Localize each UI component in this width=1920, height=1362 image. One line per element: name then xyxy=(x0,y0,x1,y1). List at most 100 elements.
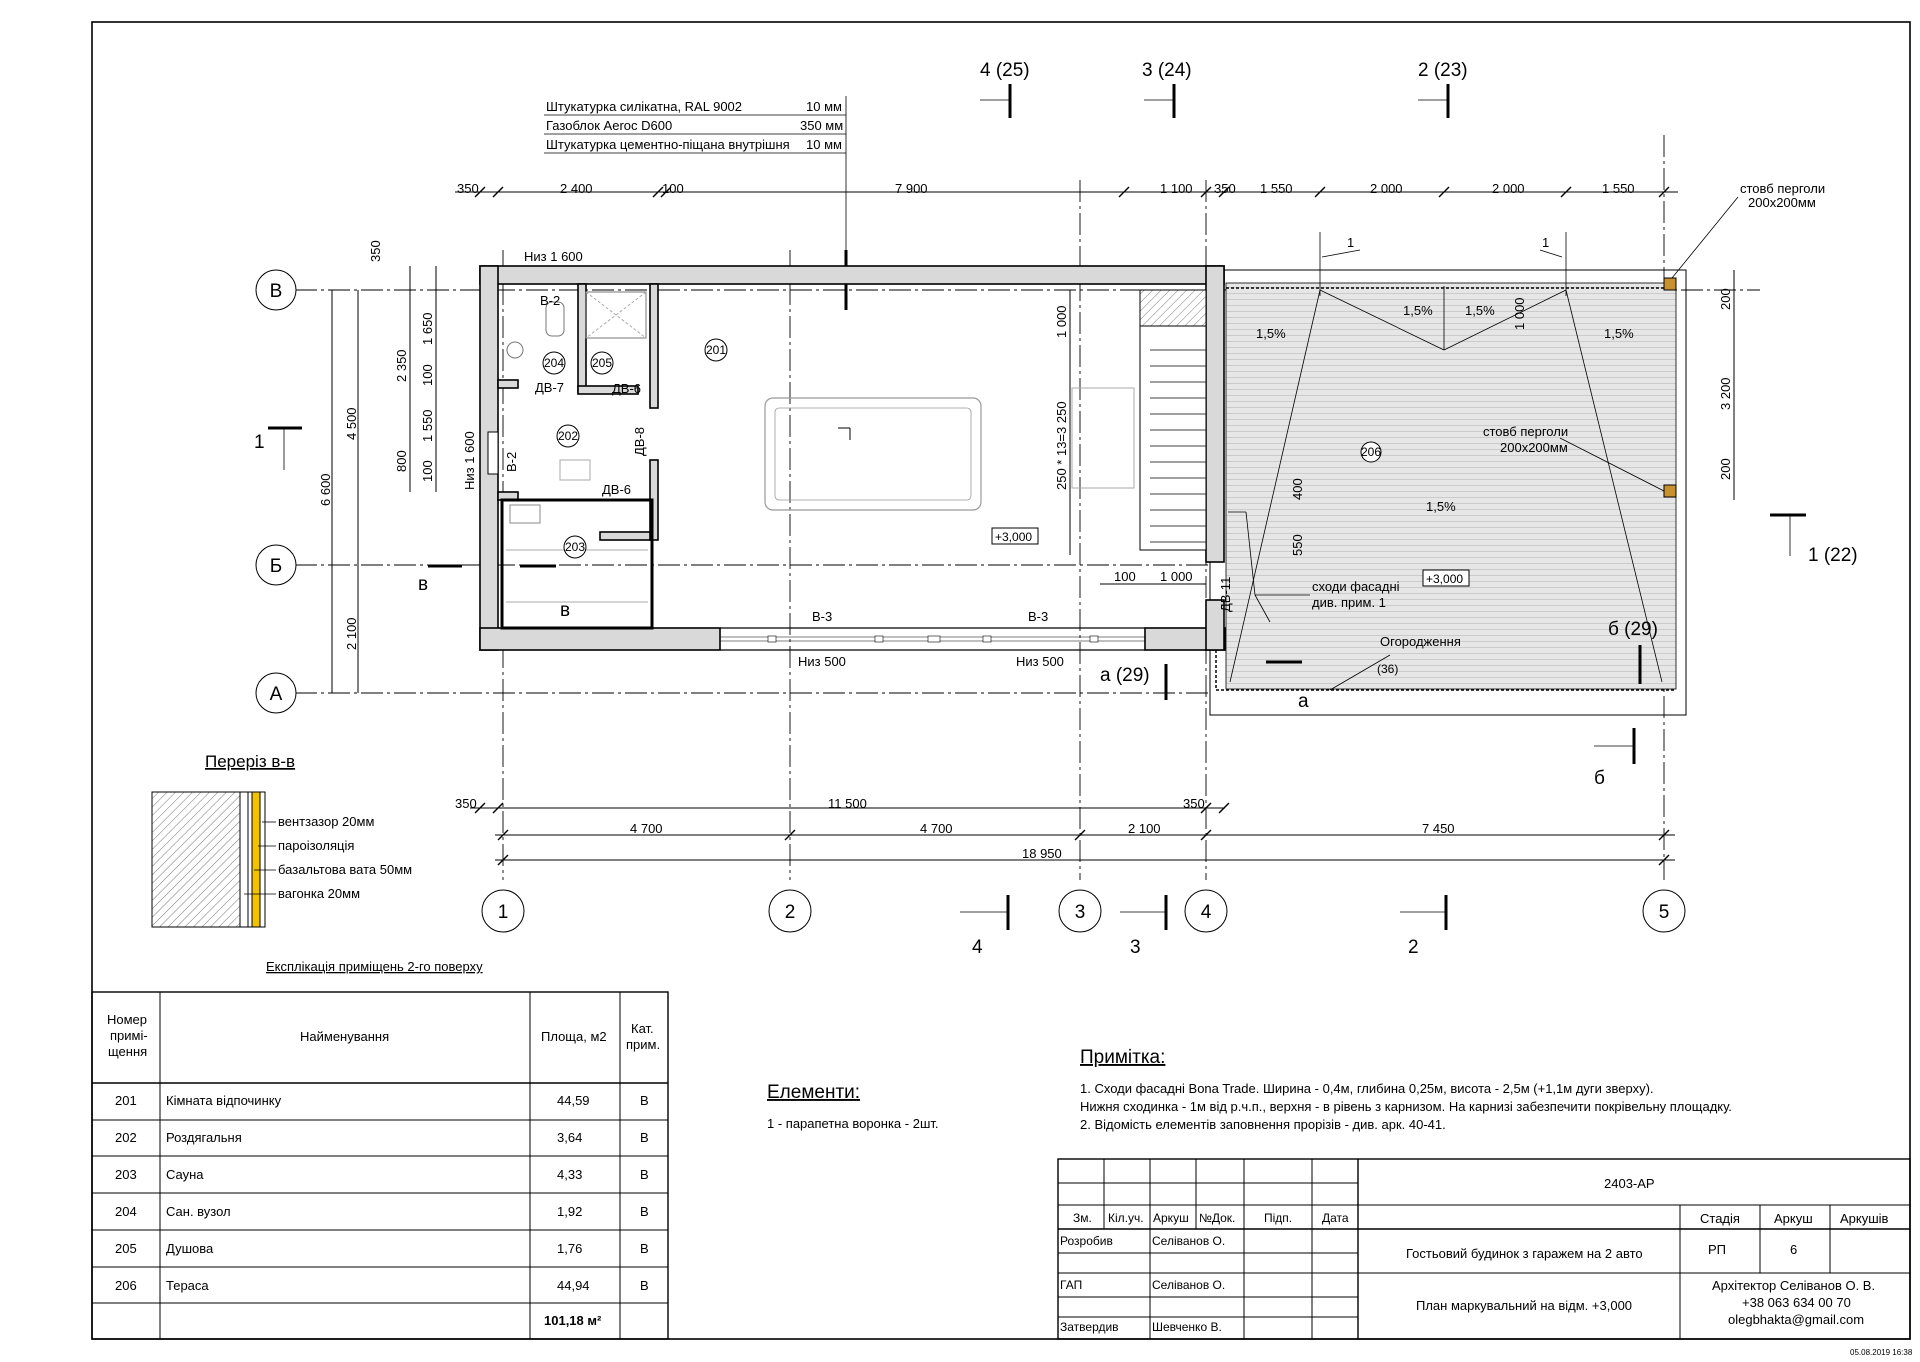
dim-tick xyxy=(660,186,672,198)
dim-label: 200 xyxy=(1718,288,1733,310)
notes: Елементи: 1 - парапетна воронка - 2шт. П… xyxy=(767,1047,1732,1132)
dim-label: 1 000 xyxy=(1054,305,1069,338)
section-mark-label: 2 xyxy=(1408,937,1419,958)
material-name: Штукатурка цементно-піщана внутрішня xyxy=(546,137,790,152)
dim-tick xyxy=(784,829,796,841)
table-cell: Тераса xyxy=(166,1278,209,1293)
table-cell: Кімната відпочинку xyxy=(166,1093,282,1108)
dim-tick xyxy=(1200,802,1212,814)
door-mark: ДВ-8 xyxy=(632,427,647,456)
section-mark-label: 1 xyxy=(254,432,265,453)
slope-label: 1,5% xyxy=(1403,303,1433,318)
window-mark: В-3 xyxy=(1028,609,1048,624)
pergola-label: 200х200мм xyxy=(1748,195,1816,210)
dim-tick xyxy=(1200,829,1212,841)
dim-tick xyxy=(474,186,486,198)
sill-height: Низ 1 600 xyxy=(524,249,583,264)
stamp-stage-hdr: Аркуш xyxy=(1774,1211,1813,1226)
material-thickness: 350 мм xyxy=(800,118,843,133)
elements-text: 1 - парапетна воронка - 2шт. xyxy=(767,1116,939,1131)
room-tag xyxy=(1360,441,1382,463)
dim-tick xyxy=(1658,829,1670,841)
funnel-mark: 1 xyxy=(1347,235,1354,250)
slope-label: 1,5% xyxy=(1604,326,1634,341)
stamp-author: Архітектор Селіванов О. В. xyxy=(1712,1278,1875,1293)
elements-title: Елементи: xyxy=(767,1082,860,1103)
stamp-sheet-title: План маркувальний на відм. +3,000 xyxy=(1416,1298,1632,1313)
pergola-post xyxy=(1663,484,1677,498)
dim-tick xyxy=(1658,186,1670,198)
axis-bubble xyxy=(481,889,525,933)
room-number: 203 xyxy=(565,540,585,554)
dim-label: 200 xyxy=(1718,458,1733,480)
section-mark-label: в xyxy=(560,600,570,621)
layer-label: вентзазор 20мм xyxy=(278,814,374,829)
sill-height: Низ 500 xyxy=(1016,654,1064,669)
table-header-line: Номер xyxy=(107,1012,147,1027)
table-cell: 44,94 xyxy=(557,1278,590,1293)
dim-tick xyxy=(1074,829,1086,841)
top-dimensions: 350 2 400 100 7 900 1 100 350 1 550 2 00… xyxy=(455,181,1678,198)
stamp-person: Селіванов О. xyxy=(1152,1234,1225,1248)
table-cell: Сауна xyxy=(166,1167,204,1182)
table-header: Площа, м2 xyxy=(541,1029,607,1044)
table-cell: 205 xyxy=(115,1241,137,1256)
dim-label: 2 100 xyxy=(344,617,359,650)
table-cell: В xyxy=(640,1093,649,1108)
dim-label: 1 000 xyxy=(1160,569,1193,584)
room-number: 202 xyxy=(558,429,578,443)
room-number: 201 xyxy=(706,343,726,357)
building-walls xyxy=(479,265,1226,651)
dim-label: 100 xyxy=(662,181,684,196)
print-timestamp: 05.08.2019 16:38 xyxy=(1850,1348,1913,1357)
door-mark: ДВ-6 xyxy=(612,381,641,396)
dim-tick xyxy=(1560,186,1572,198)
stamp-col: №Док. xyxy=(1199,1211,1235,1225)
right-dimensions: 200 3 200 200 xyxy=(1718,270,1735,500)
dim-tick xyxy=(1118,186,1130,198)
axis-bubbles-numbers: 1 2 3 4 5 xyxy=(481,889,1686,933)
table-cell: В xyxy=(640,1167,649,1182)
note-line: 1. Сходи фасадні Bona Trade. Ширина - 0,… xyxy=(1080,1081,1654,1096)
room-tags: 201 202 203 204 205 xyxy=(542,338,728,559)
dim-label: 100 xyxy=(1114,569,1136,584)
dim-label: 1 100 xyxy=(1160,181,1193,196)
stamp-code: 2403-АР xyxy=(1604,1176,1655,1191)
dim-label: 800 xyxy=(394,450,409,472)
dim-label: 4 700 xyxy=(630,821,663,836)
table-cell: 1,92 xyxy=(557,1204,582,1219)
stamp-role: Затвердив xyxy=(1060,1320,1119,1334)
section-mark-label: в xyxy=(418,574,428,595)
stamp-person: Шевченко В. xyxy=(1152,1320,1222,1334)
dim-tick xyxy=(1438,186,1450,198)
pergola-label: 200х200мм xyxy=(1500,440,1568,455)
opening-mark: В-2 xyxy=(504,452,519,472)
bottom-dimensions: 350 11 500 350 4 700 4 700 2 100 7 450 1… xyxy=(455,796,1675,866)
dim-label: 350 xyxy=(1183,796,1205,811)
stamp-col: Підп. xyxy=(1264,1211,1292,1225)
axis-bubble xyxy=(1642,889,1686,933)
table-cell: Душова xyxy=(166,1241,214,1256)
dim-label: 350 xyxy=(368,240,383,262)
dim-label: 400 xyxy=(1290,478,1305,500)
sill-height: Низ 500 xyxy=(798,654,846,669)
stairs-dim: 250 * 13=3 250 xyxy=(1054,401,1069,490)
axis-label: А xyxy=(270,684,283,705)
railing-number: (36) xyxy=(1377,662,1398,676)
axis-bubble xyxy=(255,269,297,311)
table-cell: 44,59 xyxy=(557,1093,590,1108)
facade-stairs-label: сходи фасадні xyxy=(1312,579,1400,594)
layer-label: базальтова вата 50мм xyxy=(278,862,412,877)
dim-tick xyxy=(1218,186,1230,198)
material-thickness: 10 мм xyxy=(806,137,842,152)
material-name: Штукатурка силікатна, RAL 9002 xyxy=(546,99,742,114)
table-cell: 202 xyxy=(115,1130,137,1145)
note-line: Нижня сходинка - 1м від р.ч.п., верхня -… xyxy=(1080,1099,1732,1114)
plan-labels: Низ 1 600 Низ 1 600 В-2 В-2 ДВ-7 ДВ-6 ДВ… xyxy=(462,249,1233,669)
dim-label: 2 000 xyxy=(1492,181,1525,196)
section-mark-label: 1 (22) xyxy=(1808,545,1858,566)
dim-tick xyxy=(474,802,486,814)
stamp-col: Дата xyxy=(1322,1211,1349,1225)
dim-tick xyxy=(497,854,509,866)
stamp-stage-val: РП xyxy=(1708,1242,1726,1257)
